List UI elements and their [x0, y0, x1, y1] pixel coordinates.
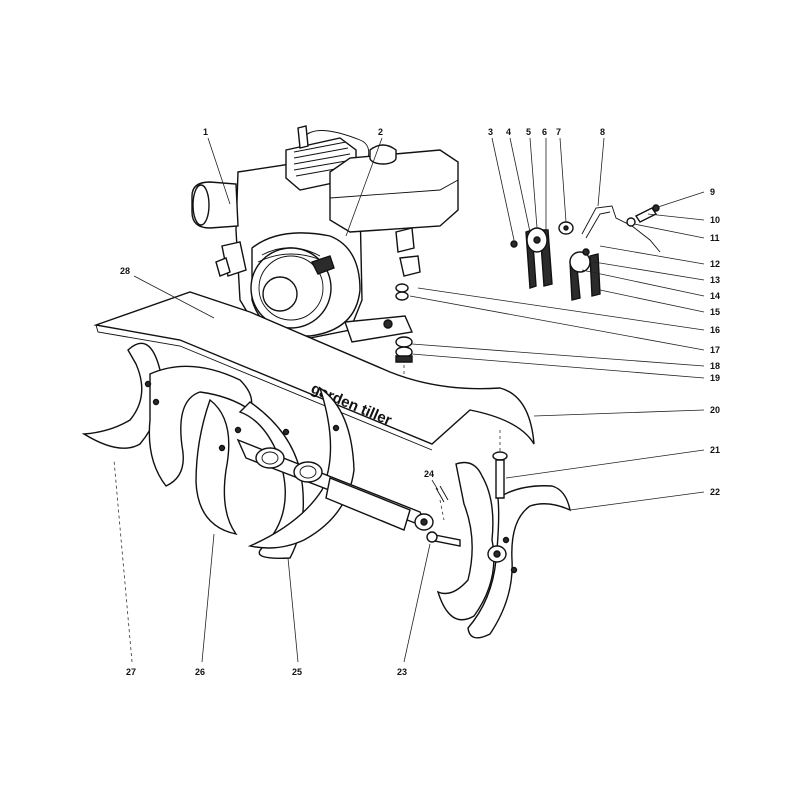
- callout-26: 26: [195, 667, 205, 677]
- tine-assembly: [81, 342, 571, 639]
- throttle-control-parts: [395, 204, 661, 301]
- callout-10: 10: [710, 215, 720, 225]
- callout-18: 18: [710, 361, 720, 371]
- callout-5: 5: [526, 127, 531, 137]
- callout-27: 27: [126, 667, 136, 677]
- callout-4: 4: [506, 127, 511, 137]
- callout-19: 19: [710, 373, 720, 383]
- callout-20: 20: [710, 405, 720, 415]
- callout-12: 12: [710, 259, 720, 269]
- callout-23: 23: [397, 667, 407, 677]
- leader-lines: [113, 137, 705, 663]
- engine-assembly: [191, 125, 459, 343]
- mount-spacers: [395, 336, 413, 398]
- callout-2: 2: [378, 127, 383, 137]
- callout-28: 28: [120, 266, 130, 276]
- callout-1: 1: [203, 127, 208, 137]
- callout-6: 6: [542, 127, 547, 137]
- callout-9: 9: [710, 187, 715, 197]
- callout-14: 14: [710, 291, 720, 301]
- callout-22: 22: [710, 487, 720, 497]
- callout-8: 8: [600, 127, 605, 137]
- callout-24: 24: [424, 469, 434, 479]
- callout-16: 16: [710, 325, 720, 335]
- callout-15: 15: [710, 307, 720, 317]
- callout-3: 3: [488, 127, 493, 137]
- callout-13: 13: [710, 275, 720, 285]
- callout-21: 21: [710, 445, 720, 455]
- callout-labels: 1 2 3 4 5 6 7 8 9 10 11 12 13 14 15 16 1…: [120, 127, 720, 677]
- callout-11: 11: [710, 233, 720, 243]
- callout-7: 7: [556, 127, 561, 137]
- callout-17: 17: [710, 345, 720, 355]
- callout-25: 25: [292, 667, 302, 677]
